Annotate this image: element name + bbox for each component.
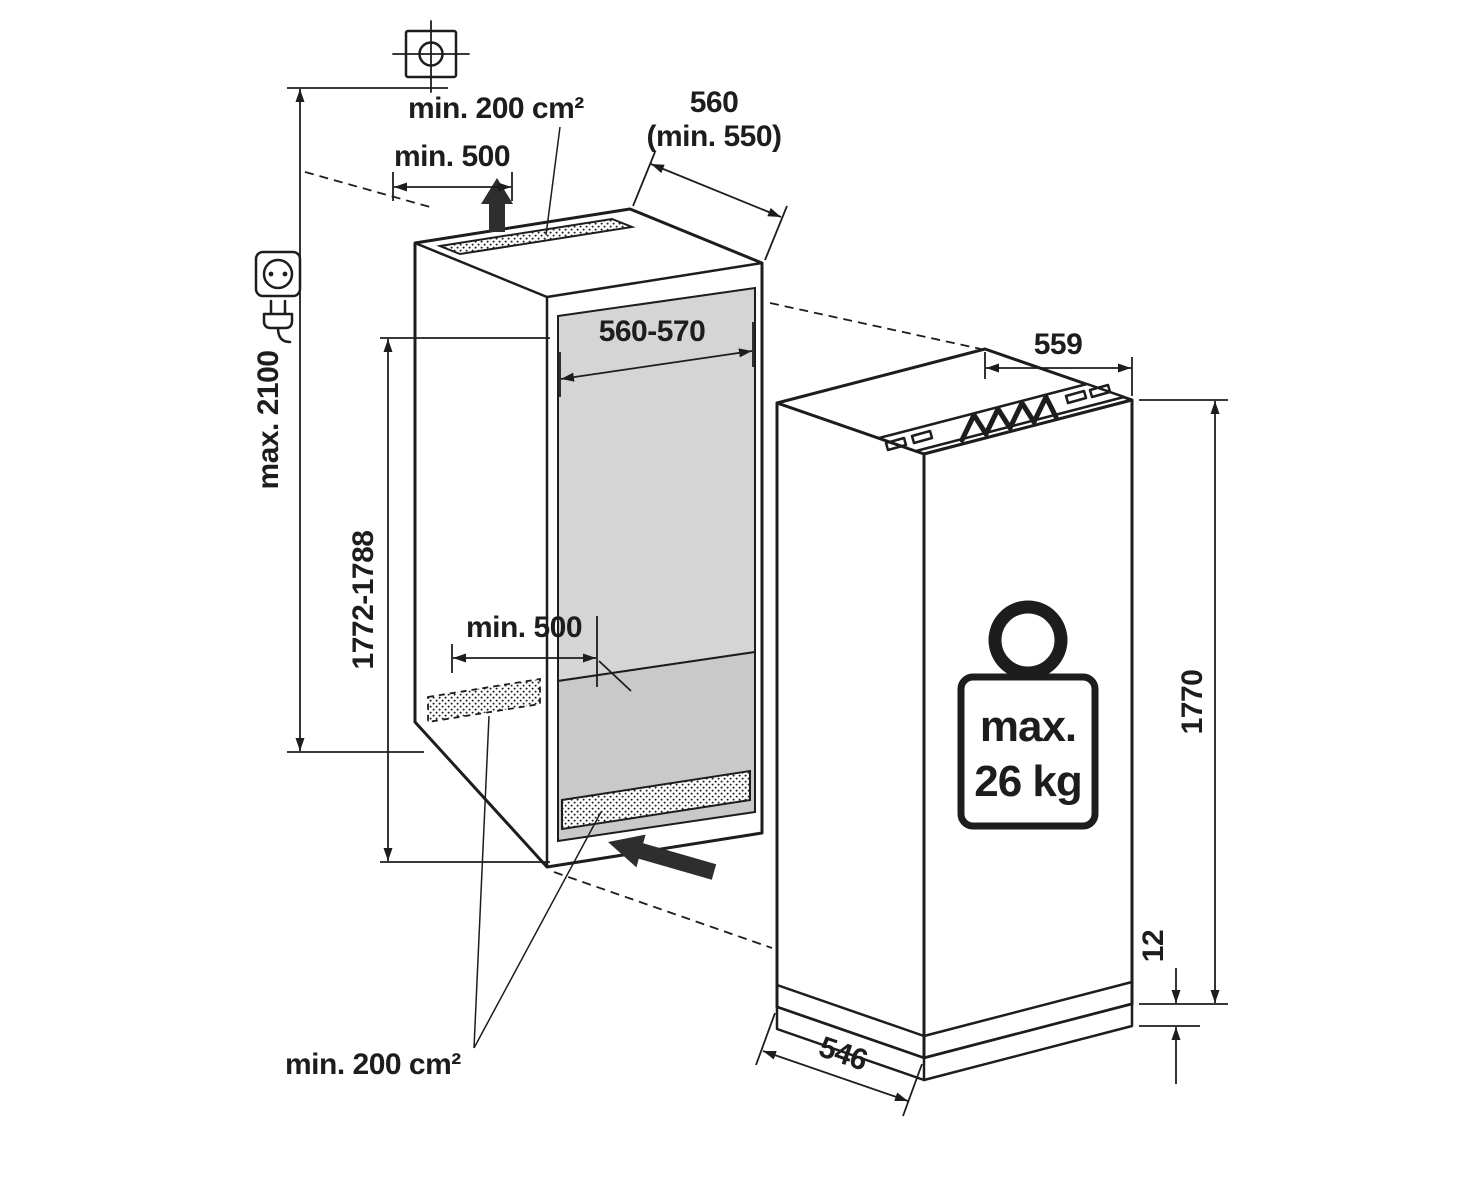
- niche-height-label: 1772-1788: [347, 531, 380, 670]
- ext-line: [755, 1012, 776, 1066]
- top-vent-label-group: min. 200 cm²: [408, 92, 585, 236]
- bottom-vent-slot: [561, 769, 751, 831]
- dim-appliance-width: 559: [984, 328, 1133, 396]
- dim-niche-height: 1772-1788: [347, 337, 550, 863]
- niche-top-left-edge: [413, 241, 549, 299]
- panel-key-3: [1064, 389, 1088, 405]
- top-clearance-label: min. 500: [394, 140, 510, 173]
- dim-appliance-height: 1770: [1139, 399, 1228, 1005]
- appliance-left-face: [775, 401, 926, 1060]
- ext-line: [764, 205, 788, 261]
- panel-key-2: [910, 429, 934, 445]
- projection-line-bottom: [553, 871, 773, 949]
- socket-hole-left: [268, 271, 274, 277]
- door-bottom-line-front: [922, 980, 1134, 1038]
- niche-opening-top-edge: [545, 261, 764, 299]
- airflow-inlet-arrow-icon: [608, 834, 717, 880]
- socket-face: [262, 258, 294, 290]
- projection-line-top-right: [769, 302, 982, 350]
- weight-icon: max. 26 kg: [957, 600, 1099, 830]
- panel-display-glyphs: [959, 394, 1059, 443]
- appliance-height-label: 1770: [1176, 670, 1209, 735]
- top-vent-label: min. 200 cm²: [408, 92, 584, 125]
- socket-outline: [254, 250, 302, 298]
- socket-hole-right: [282, 271, 288, 277]
- airflow-up-arrow-icon: [481, 178, 513, 232]
- niche-width-label: 560-570: [599, 315, 706, 348]
- dim-floor-clearance: min. 500: [451, 611, 632, 692]
- crosshair-circle: [418, 41, 444, 67]
- appliance: max. 26 kg: [775, 347, 1134, 1082]
- dim-line: [762, 1050, 909, 1102]
- plug-body: [262, 312, 294, 330]
- hidden-bottom-vent: [427, 677, 541, 724]
- wall-height-label: max. 2100: [252, 351, 285, 490]
- weight-handle: [988, 600, 1068, 680]
- niche: [413, 178, 764, 880]
- plug-icon: [262, 299, 294, 344]
- panel-key-1: [884, 436, 908, 452]
- leader-line: [545, 126, 561, 236]
- ext-line: [632, 151, 656, 207]
- dim-niche-depth: 560 (min. 550): [632, 86, 788, 261]
- leader-line: [473, 715, 490, 1049]
- control-panel: [877, 382, 1126, 453]
- floor-clearance-label: min. 500: [466, 611, 582, 644]
- weight-value-label: 26 kg: [974, 757, 1082, 806]
- plug-cable: [276, 326, 292, 344]
- crosshair-icon: [392, 20, 470, 93]
- dim-top-clearance: min. 500: [392, 140, 513, 201]
- weight-max-label: max.: [980, 702, 1076, 751]
- dim-wall-height: max. 2100: [252, 87, 448, 753]
- dim-line: [650, 163, 782, 218]
- socket-icon: [254, 250, 302, 298]
- weight-body: [957, 673, 1099, 830]
- projection-lines: [304, 171, 982, 949]
- bottom-vent-label-group: min. 200 cm²: [285, 715, 602, 1081]
- dim-base-gap: 12: [1137, 930, 1200, 1084]
- panel-key-4: [1088, 383, 1112, 399]
- ext-line: [902, 1063, 923, 1117]
- base-gap-label: 12: [1137, 930, 1170, 962]
- dim-niche-width: 560-570: [559, 315, 754, 397]
- leader-line: [473, 811, 602, 1049]
- pointer-tick: [598, 660, 632, 692]
- top-vent-slot: [436, 217, 636, 256]
- projection-line-top-left: [304, 171, 431, 208]
- bottom-vent-label: min. 200 cm²: [285, 1048, 461, 1081]
- niche-depth-min-label: (min. 550): [646, 120, 781, 153]
- dim-line: [560, 348, 753, 382]
- niche-depth-label: 560: [690, 86, 739, 119]
- door-bottom-line-left: [775, 983, 926, 1038]
- appliance-width-label: 559: [1034, 328, 1083, 361]
